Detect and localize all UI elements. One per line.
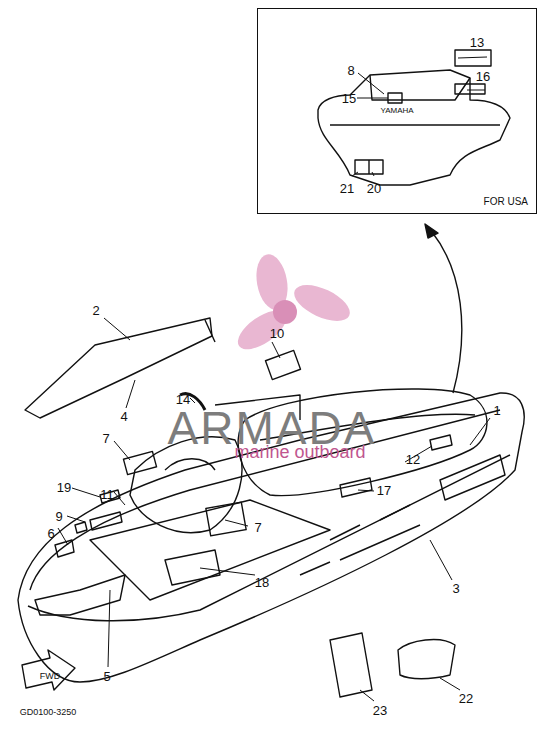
callout-number: 20: [367, 182, 381, 195]
callout-number: 19: [57, 481, 71, 494]
callout-number: 2: [92, 304, 99, 317]
callout-number: 14: [176, 393, 190, 406]
callout-number: 23: [373, 704, 387, 717]
callout-number: 17: [377, 484, 391, 497]
callout-number: 9: [55, 510, 62, 523]
callout-number: 18: [255, 576, 269, 589]
callout-number: 1: [493, 404, 500, 417]
drawing-code: GD0100-3250: [20, 708, 77, 717]
callout-number: 22: [459, 692, 473, 705]
brand-text: YAMAHA: [380, 107, 413, 115]
callout-number: 8: [347, 64, 354, 77]
inset-caption: FOR USA: [484, 196, 528, 207]
callout-number: 10: [270, 327, 284, 340]
callout-number: 12: [406, 453, 420, 466]
callout-number: 11: [100, 488, 114, 501]
callout-number: 21: [340, 182, 354, 195]
direction-mark: FWD: [40, 672, 61, 681]
callout-number: 4: [120, 410, 127, 423]
callout-number: 13: [470, 36, 484, 49]
watermark: marine outboard: [234, 443, 365, 461]
callout-number: 15: [342, 92, 356, 105]
callout-number: 7: [102, 432, 109, 445]
watermark-propeller: [232, 252, 355, 357]
callout-number: 6: [47, 527, 54, 540]
callout-number: 16: [476, 70, 490, 83]
callout-number: 7: [254, 521, 261, 534]
callout-number: 5: [103, 670, 110, 683]
callout-number: 3: [452, 582, 459, 595]
